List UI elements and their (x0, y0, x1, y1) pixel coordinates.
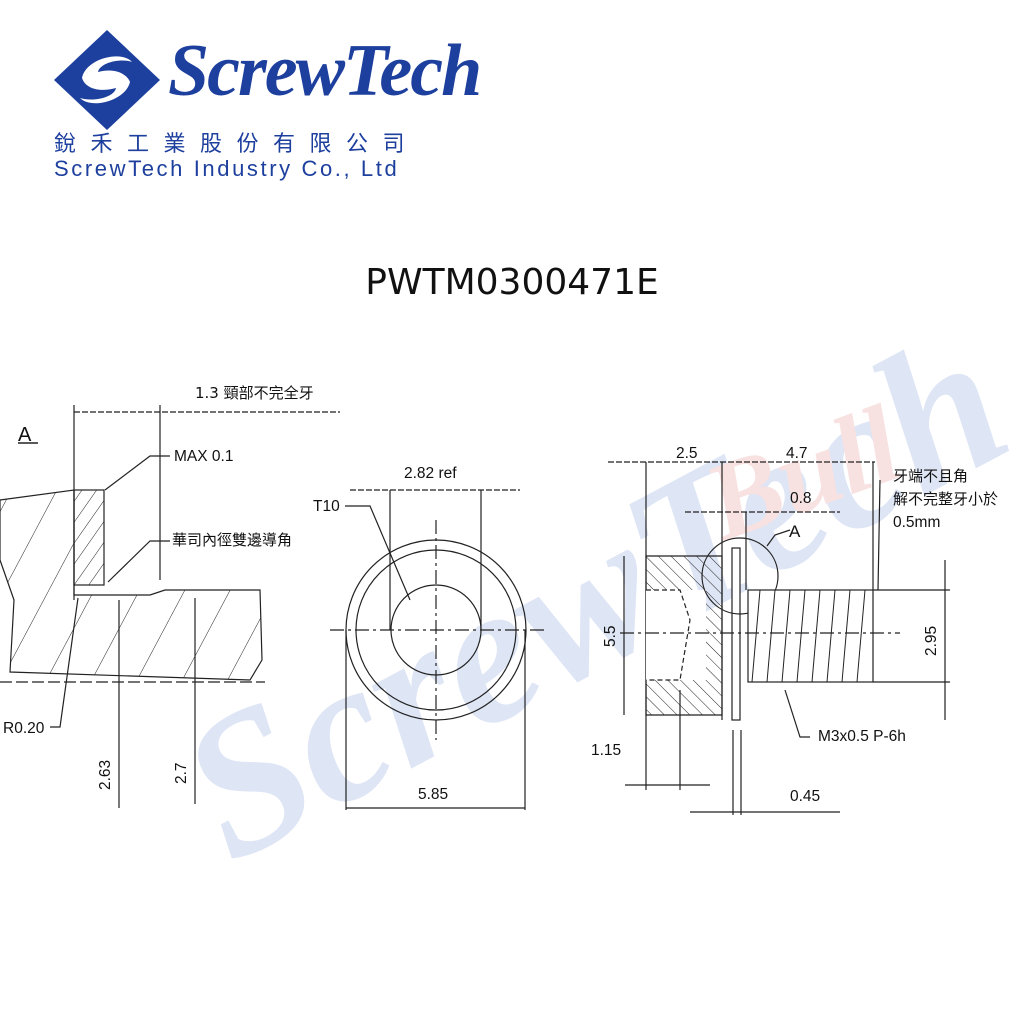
thread-spec: M3x0.5 P-6h (818, 728, 906, 745)
washer-thickness-dim: 0.45 (790, 788, 821, 805)
svg-text:ScrewTech: ScrewTech (148, 289, 1024, 903)
detail-a-label: A (18, 424, 32, 446)
side-head-diameter-dim: 5.5 (602, 625, 619, 647)
washer-chamfer-note: 華司內徑雙邊導角 (172, 531, 293, 549)
drive-type-label: T10 (313, 498, 340, 515)
thread-end-note-1: 牙端不且角 (893, 467, 969, 485)
max-gap-dim: MAX 0.1 (174, 448, 234, 465)
drive-size-dim: 2.82 ref (404, 465, 457, 482)
radius-dim: R0.20 (3, 720, 45, 737)
dia-outer-dim: 2.7 (173, 762, 190, 784)
brand-name: ScrewTech (168, 30, 482, 112)
part-number: PWTM0300471E (365, 262, 659, 303)
detail-a-ref: A (789, 522, 801, 541)
company-logo: ScrewTech 銳禾工業股份有限公司 ScrewTech Industry … (52, 26, 482, 186)
neck-length-dim: 0.8 (790, 490, 812, 507)
head-height-dim: 2.5 (676, 445, 698, 462)
dia-inner-dim: 2.63 (97, 759, 114, 790)
thread-length-dim: 4.7 (786, 445, 808, 462)
screwtech-diamond-s-icon (54, 30, 160, 130)
thread-minor-dim: 2.95 (923, 625, 940, 656)
recess-depth-dim: 1.15 (591, 742, 622, 759)
head-diameter-dim: 5.85 (418, 786, 449, 803)
company-name-cn: 銳禾工業股份有限公司 (54, 132, 420, 157)
watermark: ScrewTech Bull (148, 289, 1024, 903)
thread-end-note-2: 解不完整牙小於 (893, 490, 999, 508)
thread-end-note-3: 0.5mm (893, 514, 941, 531)
neck-incomplete-thread-dim: 1.3 頸部不完全牙 (195, 384, 314, 402)
company-name-en: ScrewTech Industry Co., Ltd (54, 156, 400, 181)
